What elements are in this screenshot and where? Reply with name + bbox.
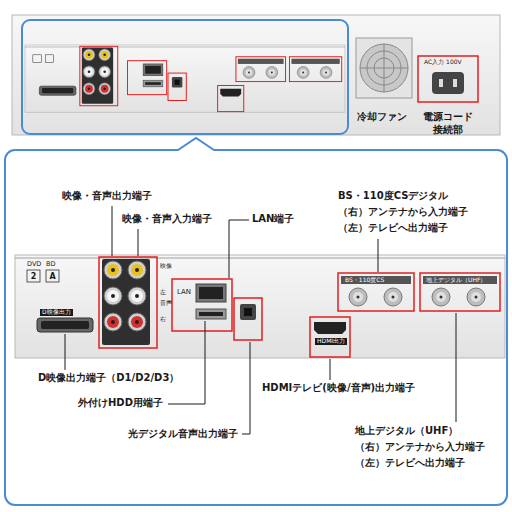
leader-lines bbox=[65, 206, 456, 434]
callout-label: 地上デジタル（UHF） bbox=[355, 425, 458, 438]
callout-label: （右）アンテナから入力端子 bbox=[338, 206, 468, 219]
port-group-heading: BS・110度CS bbox=[345, 277, 384, 284]
panel-thumbnail bbox=[25, 45, 345, 112]
callout-label: HDMIテレビ(映像/音声)出力端子 bbox=[262, 382, 415, 395]
callout-label: LAN端子 bbox=[252, 213, 294, 226]
callout-label: 映像・音声出力端子 bbox=[62, 190, 152, 203]
panel-marking: 音声 bbox=[160, 300, 172, 307]
panel-marking: 左 bbox=[160, 289, 166, 296]
callout-label: （右）アンテナから入力端子 bbox=[355, 441, 485, 454]
port-marking: HDMI出力 bbox=[315, 338, 347, 345]
callout-label: 電源コード 接続部 bbox=[418, 111, 478, 136]
zoom-highlight bbox=[22, 20, 348, 134]
callout-label: BS・110度CSデジタル bbox=[338, 190, 448, 203]
panel-zoom bbox=[15, 255, 505, 358]
callout-label: 外付けHDD用端子 bbox=[78, 397, 163, 410]
panel-marking: AC入力 100V bbox=[424, 59, 462, 66]
power-inlet bbox=[418, 56, 478, 102]
panel-marking: BD bbox=[46, 261, 55, 268]
zoom-pointer bbox=[178, 138, 214, 150]
panel-marking: 映像 bbox=[160, 263, 172, 270]
callout-label: 光デジタル音声出力端子 bbox=[128, 428, 238, 441]
logo-mark: A bbox=[46, 271, 59, 282]
panel-marking: 右 bbox=[160, 316, 166, 323]
port-group-heading: 地上デジタル（UHF） bbox=[426, 277, 486, 284]
callout-label: D映像出力端子（D1/D2/D3） bbox=[38, 372, 179, 385]
port-marking: D映像出力 bbox=[40, 309, 73, 316]
callout-label: 映像・音声入力端子 bbox=[122, 213, 212, 226]
panel-marking: LAN bbox=[177, 289, 191, 297]
panel-housing bbox=[12, 15, 500, 135]
panel-marking: DVD bbox=[27, 261, 41, 268]
callout-label: 冷却ファン bbox=[357, 111, 407, 124]
fan-symbol bbox=[356, 38, 412, 98]
callout-label: （左）テレビへ出力端子 bbox=[338, 222, 448, 235]
logo-mark: 2 bbox=[27, 271, 40, 282]
zoom-frame bbox=[5, 150, 507, 505]
callout-label: （左）テレビへ出力端子 bbox=[355, 457, 465, 470]
